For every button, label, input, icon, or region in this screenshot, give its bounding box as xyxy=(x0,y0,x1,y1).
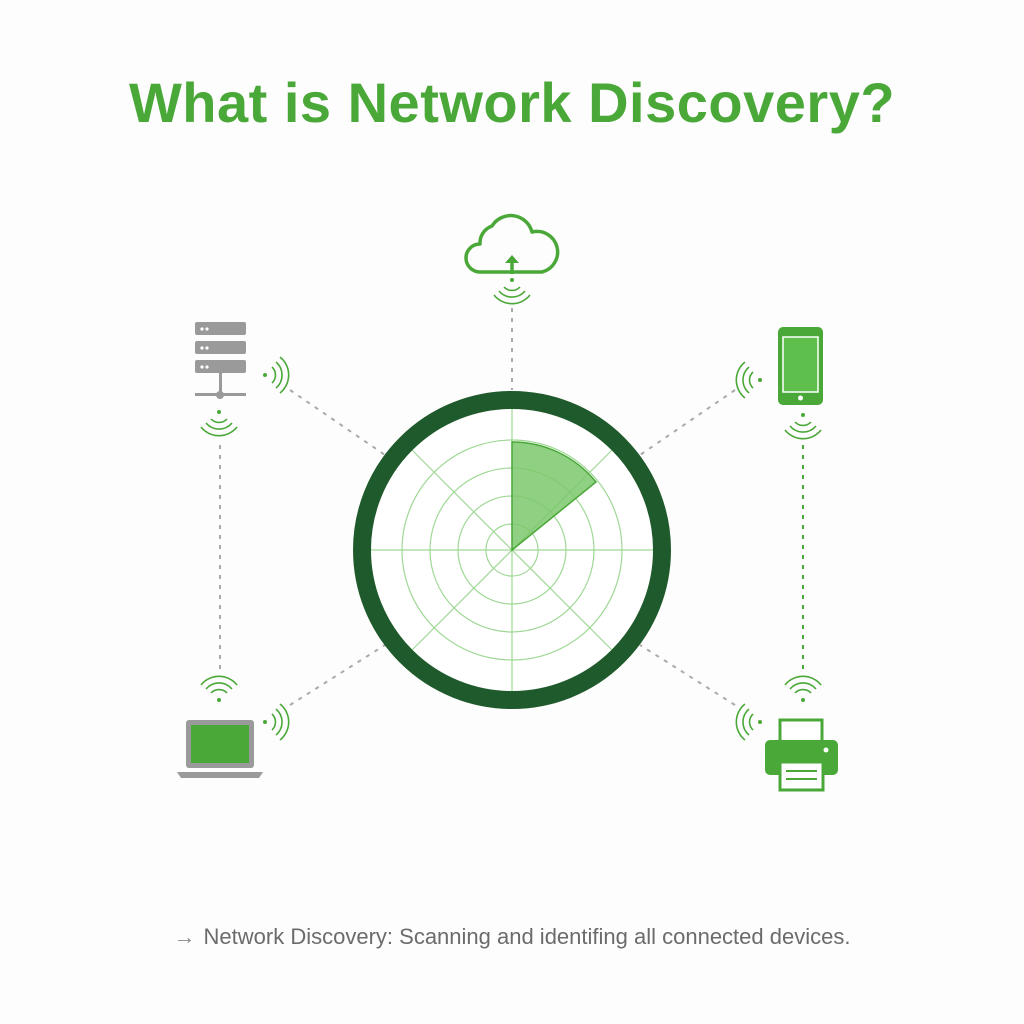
arrow-right-icon: → xyxy=(173,924,196,949)
line-phone xyxy=(639,389,736,456)
cloud-upload-icon xyxy=(464,213,560,305)
printer-icon xyxy=(735,675,838,792)
radar-icon xyxy=(353,391,671,709)
page-title: What is Network Discovery? xyxy=(128,71,896,134)
caption-text: Network Discovery: Scanning and identifi… xyxy=(203,924,851,949)
radar-sweep xyxy=(511,441,598,552)
line-printer xyxy=(639,644,736,706)
line-laptop xyxy=(289,644,386,706)
line-server xyxy=(289,389,386,456)
caption: → Network Discovery: Scanning and identif… xyxy=(0,924,1024,950)
laptop-icon xyxy=(177,675,290,778)
server-icon xyxy=(195,322,290,437)
smartphone-icon xyxy=(735,327,823,440)
connection-lines xyxy=(219,308,804,706)
